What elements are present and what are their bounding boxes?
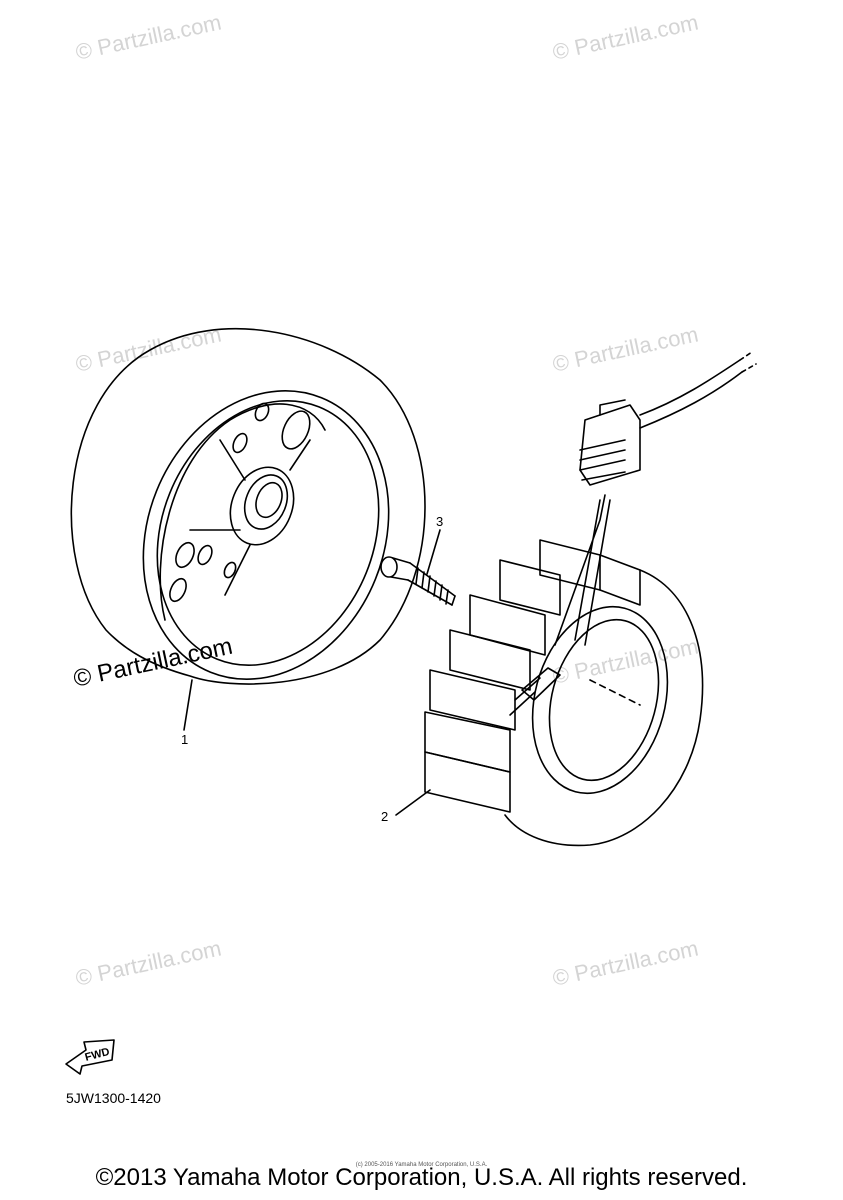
flywheel-rotor: [70, 327, 426, 685]
copyright-footer: ©2013 Yamaha Motor Corporation, U.S.A. A…: [95, 1164, 748, 1191]
leader-line-part3: [426, 529, 441, 575]
screw: [380, 556, 456, 606]
part-code: 5JW1300-1420: [66, 1090, 161, 1106]
callout-part-2: 2: [381, 809, 389, 824]
leader-line-part2: [395, 789, 431, 816]
leader-line-part1: [183, 679, 193, 731]
forward-arrow-icon: [65, 1039, 115, 1075]
stator: [424, 351, 757, 847]
fine-print: (c) 2005-2016 Yamaha Motor Corporation, …: [355, 1162, 488, 1168]
callout-part-3: 3: [436, 514, 444, 529]
callout-part-1: 1: [181, 732, 189, 747]
